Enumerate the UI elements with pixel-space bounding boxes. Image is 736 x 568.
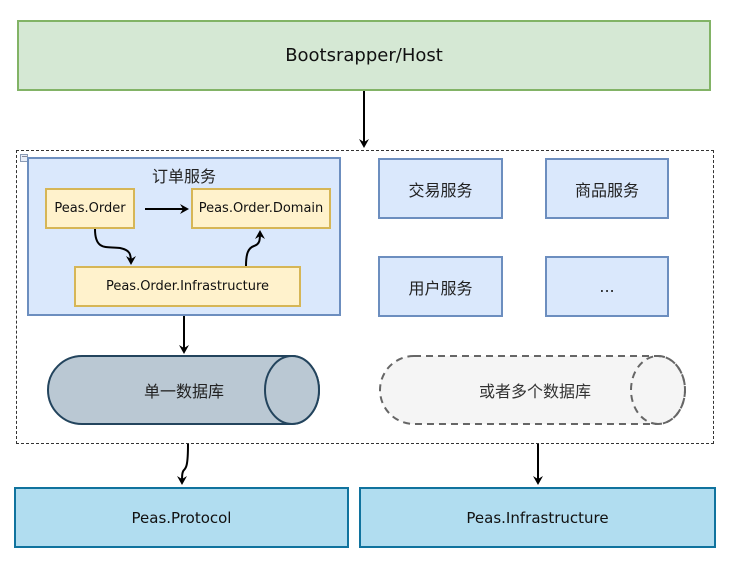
service-trade-label: 交易服务 bbox=[408, 180, 473, 200]
arrow-group-to-protocol bbox=[177, 443, 189, 485]
peas-protocol-label: Peas.Protocol bbox=[131, 508, 232, 527]
host-label: Bootsrapper/Host bbox=[285, 45, 443, 66]
service-product[interactable]: 商品服务 bbox=[545, 158, 669, 219]
peas-protocol-box[interactable]: Peas.Protocol bbox=[14, 487, 349, 548]
module-peas-order-domain-label: Peas.Order.Domain bbox=[198, 201, 324, 216]
service-more[interactable]: ... bbox=[545, 256, 669, 317]
module-peas-order-label: Peas.Order bbox=[54, 201, 126, 216]
module-peas-order-domain[interactable]: Peas.Order.Domain bbox=[191, 188, 331, 229]
module-peas-order-infrastructure[interactable]: Peas.Order.Infrastructure bbox=[74, 266, 301, 307]
database-single-label: 单一数据库 bbox=[143, 382, 224, 401]
service-product-label: 商品服务 bbox=[574, 180, 639, 200]
host-box[interactable]: Bootsrapper/Host bbox=[17, 20, 711, 91]
database-multiple-label: 或者多个数据库 bbox=[478, 382, 591, 401]
module-peas-order[interactable]: Peas.Order bbox=[45, 188, 135, 229]
module-peas-order-infrastructure-label: Peas.Order.Infrastructure bbox=[105, 279, 270, 294]
peas-infrastructure-box[interactable]: Peas.Infrastructure bbox=[359, 487, 716, 548]
service-trade[interactable]: 交易服务 bbox=[378, 158, 503, 219]
peas-infrastructure-label: Peas.Infrastructure bbox=[466, 508, 609, 527]
order-service-title: 订单服务 bbox=[151, 167, 216, 186]
service-user-label: 用户服务 bbox=[408, 278, 473, 298]
service-user[interactable]: 用户服务 bbox=[378, 256, 503, 317]
services-group[interactable] bbox=[16, 150, 714, 444]
service-more-label: ... bbox=[599, 277, 615, 296]
